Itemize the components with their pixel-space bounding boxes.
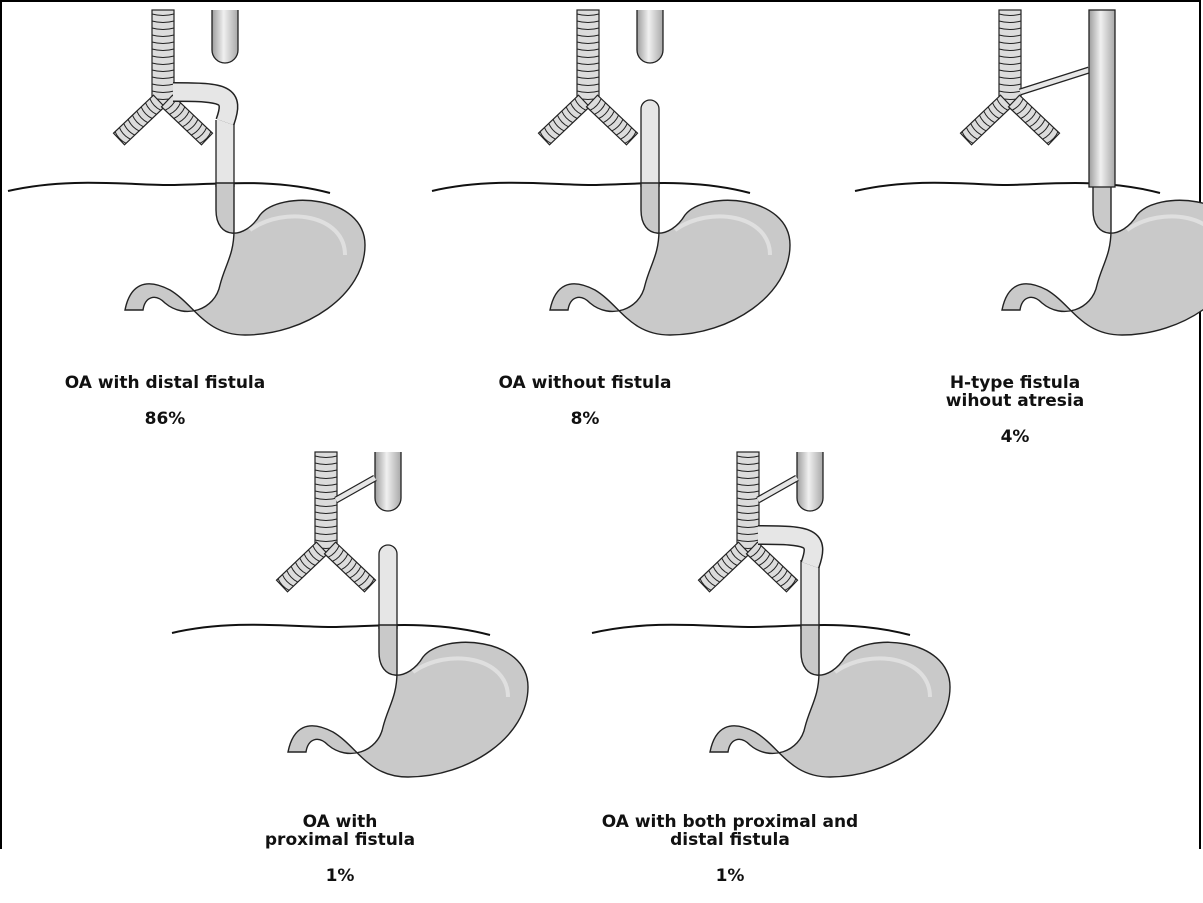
panel-proximal-fistula bbox=[172, 452, 528, 777]
percent-htype: 4% bbox=[870, 428, 1160, 446]
panel-both-fistula bbox=[592, 452, 950, 777]
label-none: OA without fistula 8% bbox=[440, 356, 730, 446]
caption-distal: OA with distal fistula bbox=[20, 374, 310, 392]
label-both: OA with both proximal and distal fistula… bbox=[560, 795, 900, 903]
caption-none: OA without fistula bbox=[440, 374, 730, 392]
label-htype: H-type fistula wihout atresia 4% bbox=[870, 356, 1160, 464]
caption-htype: H-type fistula wihout atresia bbox=[870, 374, 1160, 410]
percent-none: 8% bbox=[440, 410, 730, 428]
panel-h-type bbox=[855, 10, 1203, 335]
label-proximal: OA with proximal fistula 1% bbox=[200, 795, 480, 903]
caption-proximal: OA with proximal fistula bbox=[200, 813, 480, 849]
panel-distal-fistula bbox=[8, 10, 365, 335]
percent-distal: 86% bbox=[20, 410, 310, 428]
panel-no-fistula bbox=[432, 10, 790, 335]
caption-both: OA with both proximal and distal fistula bbox=[560, 813, 900, 849]
label-distal: OA with distal fistula 86% bbox=[20, 356, 310, 446]
percent-both: 1% bbox=[560, 867, 900, 885]
percent-proximal: 1% bbox=[200, 867, 480, 885]
